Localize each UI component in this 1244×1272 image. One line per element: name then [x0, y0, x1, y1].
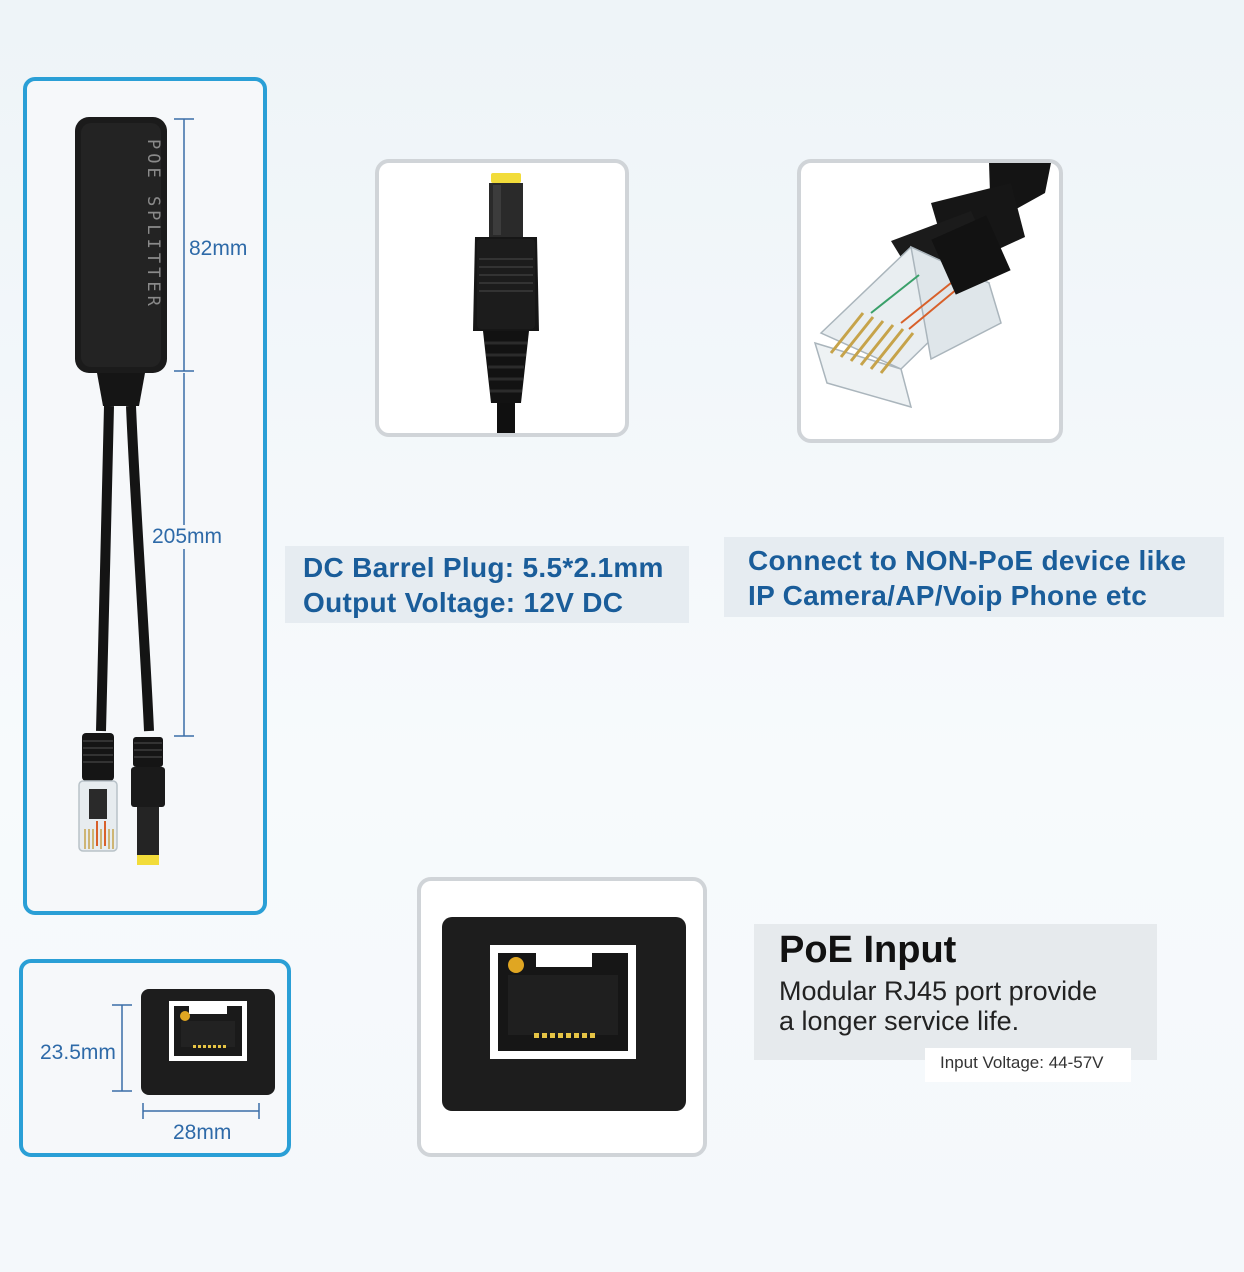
- rj45-caption: Connect to NON-PoE device like IP Camera…: [724, 537, 1224, 617]
- splitter-body-label: POE SPLITTER: [143, 139, 163, 310]
- poe-input-voltage: Input Voltage: 44-57V: [925, 1048, 1131, 1082]
- dimension-port-width: 28mm: [173, 1121, 232, 1144]
- dimension-body-length: 82mm: [189, 237, 248, 261]
- poe-input-desc-line1: Modular RJ45 port provide: [779, 976, 1098, 1006]
- rj45-port-illustration: [442, 917, 686, 1111]
- port-small-illustration: [141, 989, 275, 1095]
- splitter-panel: POE SPLITTER 82mm 205mm: [23, 77, 267, 915]
- poe-input-box: PoE Input Modular RJ45 port provide a lo…: [754, 924, 1157, 1060]
- dc-output-voltage-line: Output Voltage: 12V DC: [303, 587, 624, 618]
- rj45-plug-panel: [797, 159, 1063, 443]
- dc-plug-caption: DC Barrel Plug: 5.5*2.1mm Output Voltage…: [285, 546, 689, 623]
- rj45-connect-line: Connect to NON-PoE device like: [748, 545, 1187, 576]
- rj45-port-panel: [417, 877, 707, 1157]
- poe-splitter-illustration: [75, 117, 194, 865]
- poe-input-desc-line2: a longer service life.: [779, 1006, 1020, 1036]
- dc-plug-spec-line: DC Barrel Plug: 5.5*2.1mm: [303, 552, 664, 583]
- dc-plug-panel: [375, 159, 629, 437]
- dimension-cable-length: 205mm: [152, 525, 223, 549]
- rj45-plug-illustration: [813, 163, 1051, 409]
- dc-barrel-plug-illustration: [473, 173, 539, 433]
- rj45-devices-line: IP Camera/AP/Voip Phone etc: [748, 580, 1148, 611]
- poe-input-title: PoE Input: [779, 929, 957, 971]
- dimension-port-height: 23.5mm: [40, 1041, 116, 1065]
- port-dimension-panel: 23.5mm 28mm: [19, 959, 291, 1157]
